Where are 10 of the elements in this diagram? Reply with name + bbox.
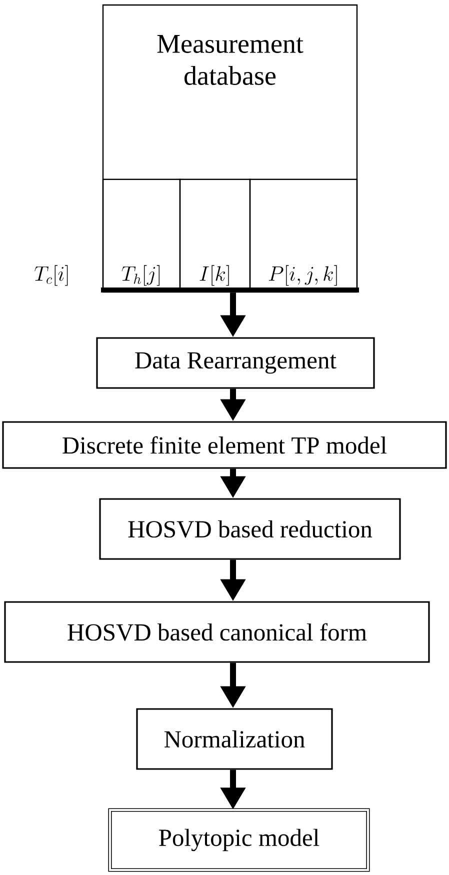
process-box: HOSVD based canonical form — [4, 601, 430, 663]
column-label: $T_c[i]$ — [34, 265, 68, 286]
process-box: Discrete finite element TP model — [2, 421, 447, 469]
process-box: Data Rearrangement — [96, 337, 375, 389]
process-box: Polytopic model — [108, 808, 370, 872]
process-box: Normalization — [136, 708, 333, 770]
process-box: HOSVD based reduction — [99, 498, 401, 560]
table-cell: $P[i,j,k]$ — [249, 178, 358, 290]
table-cell: $I[k]$ — [179, 178, 251, 290]
table-cell: $T_h[j]$ — [102, 178, 181, 290]
